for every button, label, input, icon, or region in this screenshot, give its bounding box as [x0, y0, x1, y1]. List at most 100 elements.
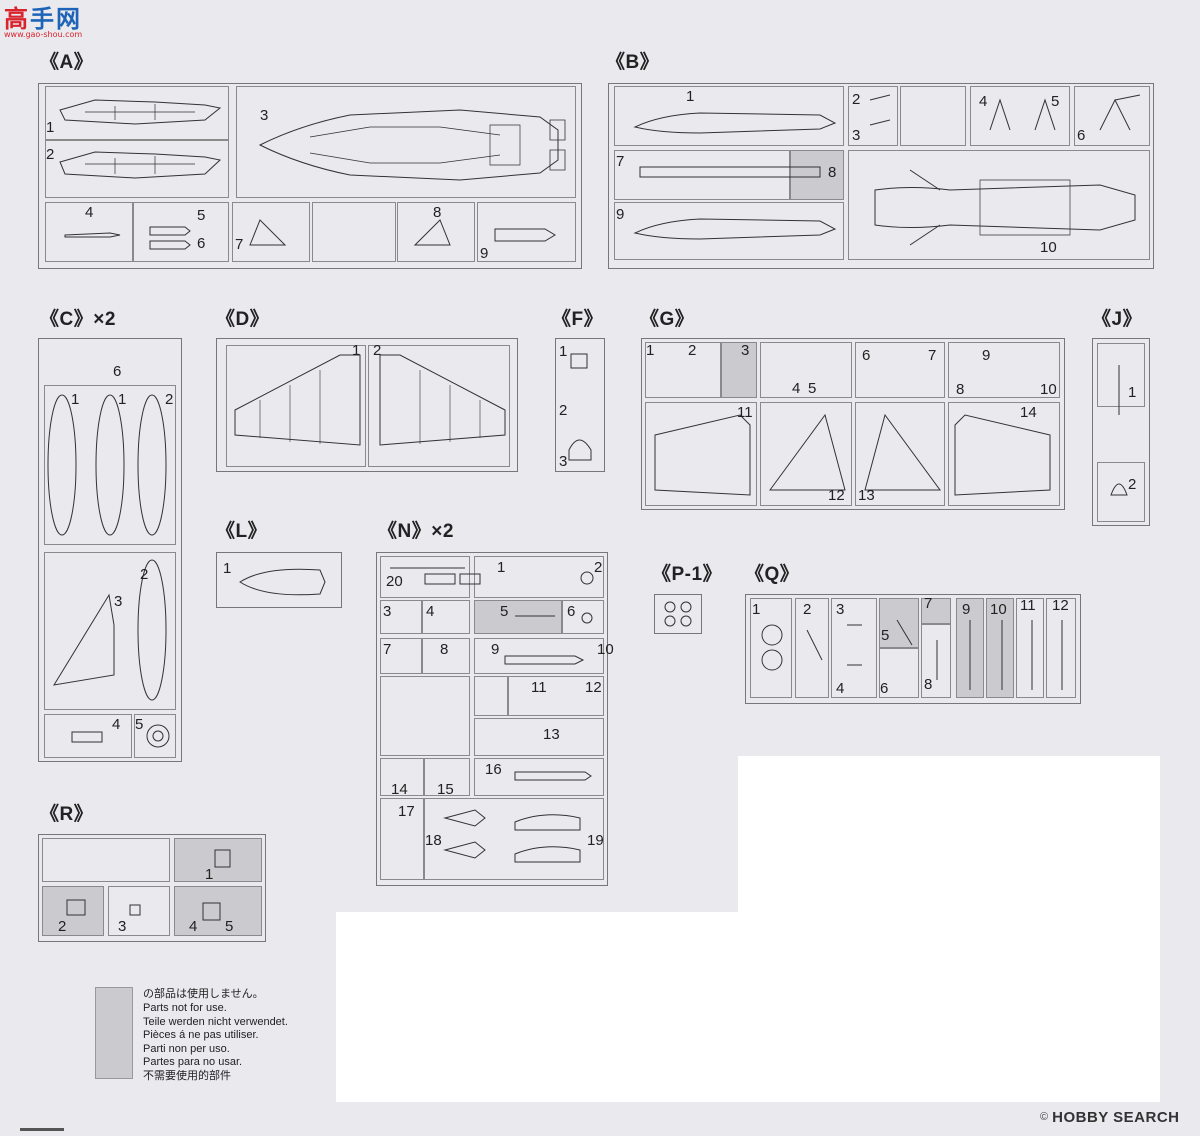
part-number: 10: [1040, 239, 1057, 256]
svg-text:手: 手: [30, 5, 54, 33]
part-number: 1: [71, 391, 80, 408]
wheel-set-icon: [664, 601, 692, 627]
sprue-title-g: 《G》: [640, 309, 695, 330]
part-number: 12: [1052, 597, 1069, 614]
sprue-b-cell: [614, 86, 844, 146]
sprue-a-cell: [477, 202, 576, 262]
part-number: 3: [836, 601, 845, 618]
part-number: 3: [383, 603, 392, 620]
legend-line: の部品は使用しません。: [143, 988, 264, 1000]
sprue-b-cell: [900, 86, 966, 146]
svg-text:网: 网: [56, 5, 80, 33]
sprue-c-cell: [44, 385, 176, 545]
part-number: 8: [956, 381, 965, 398]
sprue-n-cell: [380, 758, 424, 796]
sprue-q-cell: [795, 598, 829, 698]
part-number: 5: [197, 207, 206, 224]
small-bracket-icon: [568, 353, 592, 461]
fin-small-icon: [249, 219, 556, 246]
blank-area: [336, 912, 1160, 1102]
part-number: 1: [1128, 384, 1137, 401]
part-number: 4: [979, 93, 988, 110]
sprue-l-frame: [216, 552, 342, 608]
part-number: 6: [113, 363, 122, 380]
sprue-p1-frame: [654, 594, 702, 634]
sprue-n-cell: [424, 758, 470, 796]
sprue-n-cell: [380, 798, 424, 880]
part-number: 3: [118, 918, 127, 935]
part-number: 2: [803, 601, 812, 618]
part-number: 1: [205, 866, 214, 883]
sprue-c-frame: [38, 338, 182, 762]
part-number: 9: [982, 347, 991, 364]
sprue-r-cell-unused: [42, 886, 104, 936]
sprue-q-cell-unused: [986, 598, 1014, 698]
wheel-icon: [71, 724, 170, 748]
sprue-a-cell: [232, 202, 310, 262]
sprue-title-c: 《C》×2: [40, 309, 116, 330]
sprue-n-cell: [380, 638, 422, 674]
part-number: 15: [437, 781, 454, 798]
sprue-q-frame: [745, 594, 1081, 704]
part-number: 11: [737, 404, 753, 421]
part-number: 4: [112, 716, 121, 733]
sprue-b-cell: [614, 202, 844, 260]
sprue-n-cell: [380, 676, 470, 756]
sprue-a-cell: [236, 86, 576, 198]
sprue-r-cell: [108, 886, 170, 936]
sprue-n-cell: [474, 718, 604, 756]
legend-line: Parti non per uso.: [143, 1043, 230, 1055]
part-number: 13: [858, 487, 875, 504]
sprue-a-cell: [45, 140, 229, 198]
sprue-n-cell: [474, 676, 508, 716]
sprue-title-q: 《Q》: [745, 564, 800, 585]
watermark-logo-icon: 高 手 网 www.gao-shou.com: [4, 5, 82, 39]
part-number: 16: [485, 761, 502, 778]
part-number: 5: [500, 603, 509, 620]
part-number: 7: [616, 153, 625, 170]
sprue-r-cell-unused: [174, 838, 262, 882]
sprue-a-cell: [312, 202, 396, 262]
landing-gear-icon: [869, 94, 1141, 131]
part-number: 10: [597, 641, 614, 658]
part-number: 2: [140, 566, 149, 583]
sprue-b-frame: [608, 83, 1154, 269]
sprue-g-cell: [948, 342, 1060, 398]
sprue-q-cell: [1016, 598, 1044, 698]
sprue-g-cell-unused: [721, 342, 757, 398]
sprue-q-cell: [750, 598, 792, 698]
sprue-g-cell: [855, 342, 945, 398]
part-number: 3: [114, 593, 123, 610]
sprue-n-cell: [422, 600, 470, 634]
sprue-c-cell: [134, 714, 176, 758]
part-number: 6: [197, 235, 206, 252]
part-number: 1: [497, 559, 506, 576]
part-number: 10: [990, 601, 1007, 618]
sprue-b-cell: [1074, 86, 1150, 146]
part-number: 9: [491, 641, 500, 658]
sprue-j-cell: [1097, 343, 1145, 407]
tail-fin-icon: [654, 413, 1051, 496]
part-number: 8: [828, 164, 837, 181]
sprue-b-cell: [848, 86, 898, 146]
part-number: 8: [433, 204, 442, 221]
part-number: 8: [924, 676, 933, 693]
sprue-a-frame: [38, 83, 582, 269]
sprue-n-cell: [380, 556, 470, 598]
part-number: 5: [135, 716, 144, 733]
part-number: 2: [1128, 476, 1137, 493]
sprue-f-frame: [555, 338, 605, 472]
sprue-d-frame: [216, 338, 518, 472]
missile-long-icon: [390, 567, 594, 863]
part-number: 6: [567, 603, 576, 620]
sprue-q-cell: [831, 598, 877, 698]
sprue-q-cell: [1046, 598, 1076, 698]
sprue-g-cell: [645, 342, 721, 398]
part-number: 9: [962, 601, 971, 618]
sprue-g-cell: [760, 402, 852, 506]
sprue-c-cell: [44, 552, 176, 710]
sprue-g-cell: [645, 402, 757, 506]
site-watermark: 高 手 网 www.gao-shou.com: [4, 3, 84, 39]
sprue-title-f: 《F》: [552, 309, 604, 330]
sprue-c-cell: [44, 714, 132, 758]
